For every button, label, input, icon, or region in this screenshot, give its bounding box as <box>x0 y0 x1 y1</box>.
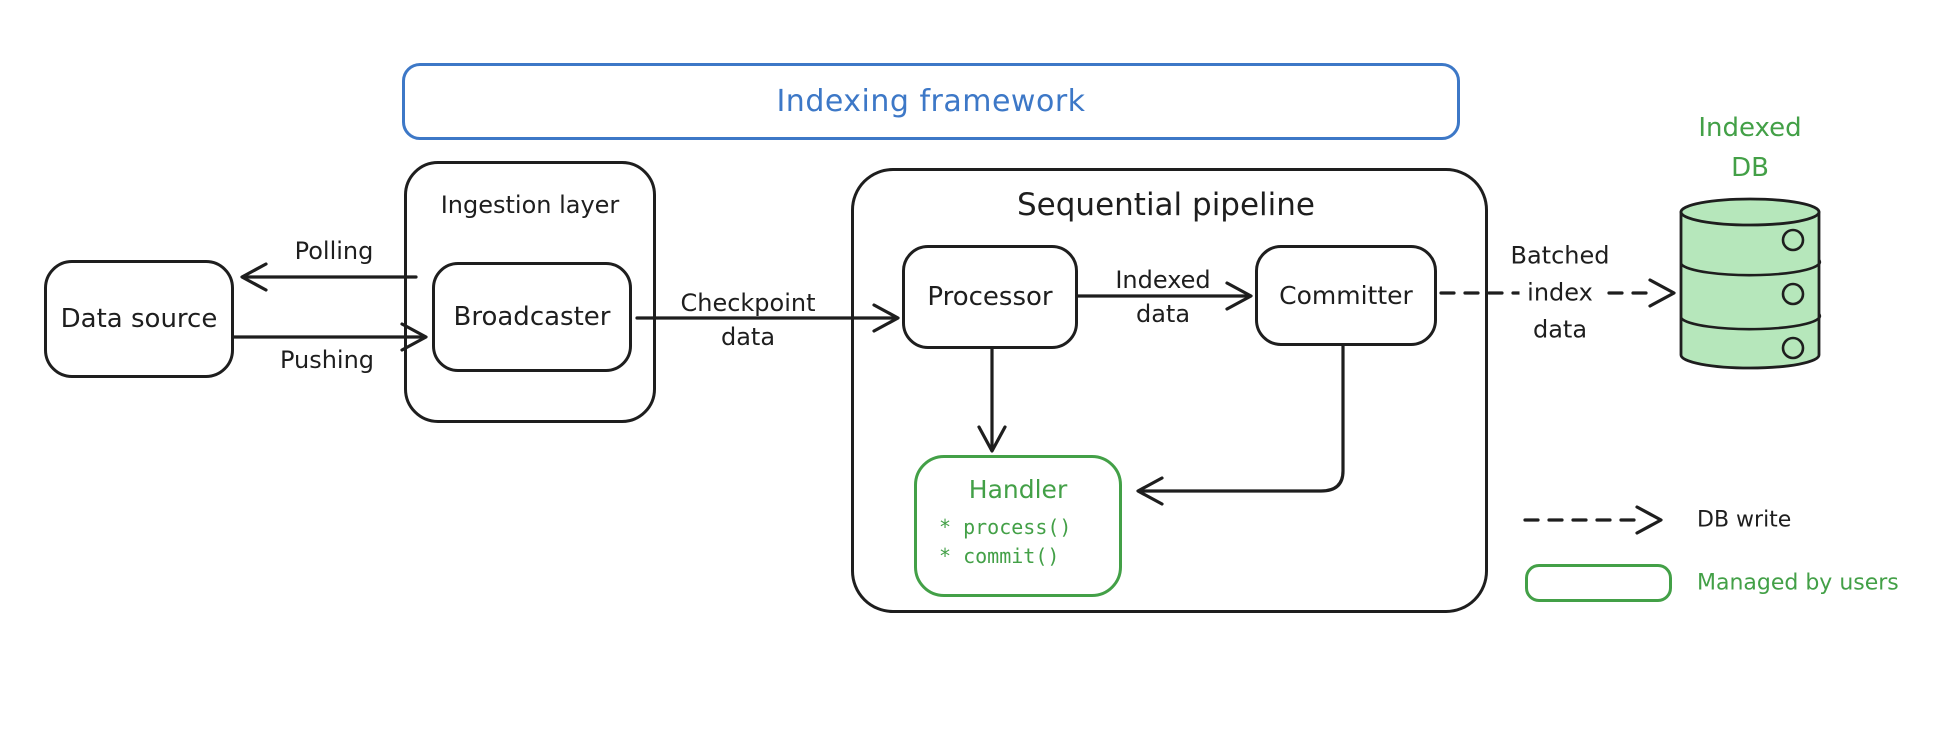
batched-line3: data <box>1532 315 1588 344</box>
handler-method-commit: * commit() <box>939 544 1060 568</box>
broadcaster-node: Broadcaster <box>432 262 632 372</box>
handler-label: Handler <box>968 475 1068 504</box>
batched-line2: index <box>1519 278 1601 307</box>
sequential-pipeline-box <box>851 168 1488 613</box>
data-source-node: Data source <box>44 260 234 378</box>
indexed-db-line1: Indexed <box>1698 113 1802 143</box>
indexing-framework-frame: Indexing framework <box>402 63 1460 140</box>
indexed-data-line1: Indexed <box>1115 266 1211 294</box>
committer-label: Committer <box>1279 281 1413 310</box>
committer-node: Committer <box>1255 245 1437 346</box>
database-cylinder-icon <box>1679 197 1822 370</box>
checkpoint-data-line2: data <box>720 323 776 351</box>
polling-edge-label: Polling <box>294 237 374 265</box>
committer-to-handler-arrow <box>1136 344 1345 506</box>
indexed-db-line2: DB <box>1731 153 1769 183</box>
checkpoint-data-line1: Checkpoint <box>680 289 816 317</box>
indexing-framework-label: Indexing framework <box>776 84 1086 119</box>
ingestion-layer-box <box>404 161 656 423</box>
indexed-db-label: Indexed DB <box>1698 108 1801 188</box>
handler-method-process: * process() <box>939 515 1072 539</box>
indexed-data-edge-label: Indexed data <box>1115 263 1210 331</box>
legend-managed-label: Managed by users <box>1697 570 1899 596</box>
handler-methods: * process() * commit() <box>917 513 1071 571</box>
processor-label: Processor <box>927 282 1053 312</box>
batched-index-data-edge-label: Batched index data <box>1511 238 1610 349</box>
indexed-data-line2: data <box>1135 300 1191 328</box>
sequential-pipeline-label: Sequential pipeline <box>1016 187 1316 223</box>
batched-line1: Batched <box>1510 241 1610 270</box>
legend-managed-swatch <box>1525 564 1672 602</box>
pushing-edge-label: Pushing <box>279 346 375 374</box>
ingestion-layer-label: Ingestion layer <box>440 191 620 219</box>
processor-to-handler-arrow <box>977 347 1007 453</box>
processor-node: Processor <box>902 245 1078 349</box>
checkpoint-data-edge-label: Checkpoint data <box>680 286 815 354</box>
broadcaster-label: Broadcaster <box>453 302 611 332</box>
indexed-data-arrow <box>1076 281 1253 311</box>
legend-db-write-arrow <box>1523 505 1663 535</box>
handler-node: Handler * process() * commit() <box>914 455 1122 597</box>
pushing-arrow <box>232 322 428 352</box>
legend-db-write-label: DB write <box>1697 507 1792 533</box>
polling-arrow <box>240 262 418 292</box>
data-source-label: Data source <box>60 304 218 334</box>
